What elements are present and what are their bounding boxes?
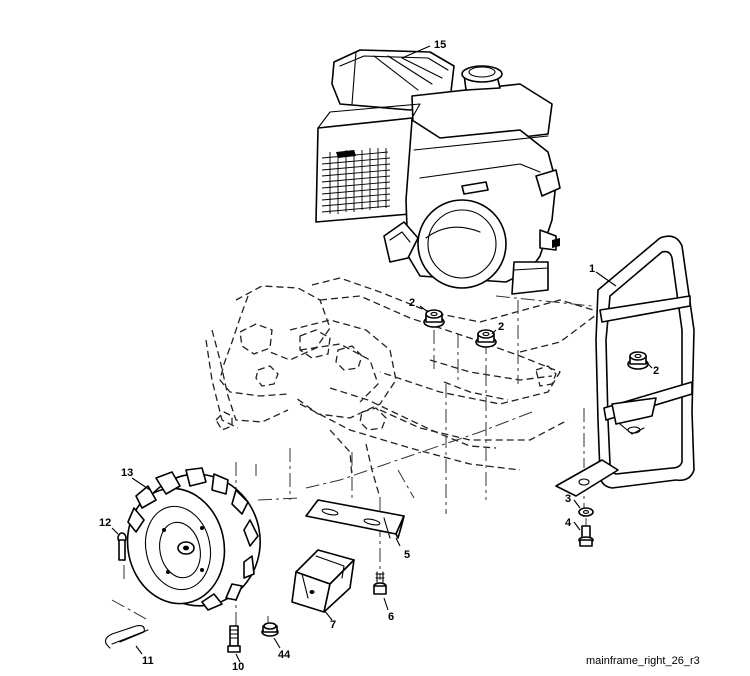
flange-nut-right (627, 351, 649, 370)
clevis-pin (117, 532, 127, 561)
callout-nut-left: 2 (409, 297, 415, 309)
bolt-plate (373, 571, 387, 595)
flange-nut-left (423, 309, 445, 328)
diagram-caption: mainframe_right_26_r3 (586, 655, 700, 667)
flange-nut-center (475, 329, 497, 348)
tire-wheel (126, 467, 261, 611)
callout-wheel: 13 (121, 467, 133, 479)
air-cleaner-grille (321, 148, 391, 214)
callout-bolt-plate: 6 (388, 611, 394, 623)
callout-engine: 15 (434, 39, 446, 51)
nut-weight (261, 622, 279, 637)
callout-bolt-weight: 10 (232, 661, 244, 673)
callout-washer: 3 (565, 493, 571, 505)
hitch-pin (104, 625, 149, 649)
bolt-weight (227, 625, 241, 653)
mounting-plate (305, 499, 405, 539)
callout-handle-frame: 1 (589, 263, 595, 275)
weight-block (291, 549, 355, 613)
callout-bolt-frame: 4 (565, 517, 572, 529)
callout-nut-right: 2 (653, 365, 659, 377)
bumper-frame (555, 235, 695, 497)
tire-treads (127, 467, 259, 611)
leader-lines (111, 45, 653, 663)
callout-hitch-pin: 11 (142, 655, 154, 667)
callout-weight: 7 (330, 619, 336, 631)
callout-nut-center: 2 (498, 321, 504, 333)
washer (578, 507, 594, 517)
callout-nut-weight: 44 (278, 649, 291, 661)
engine (315, 49, 561, 295)
tiller-frame-phantom (205, 277, 601, 499)
callout-plate: 5 (404, 549, 410, 561)
bolt-frame (578, 525, 594, 547)
callout-clevis-pin: 12 (99, 517, 111, 529)
callout-labels: 15 1 2 2 2 3 4 5 6 7 10 11 12 13 44 (99, 39, 659, 673)
